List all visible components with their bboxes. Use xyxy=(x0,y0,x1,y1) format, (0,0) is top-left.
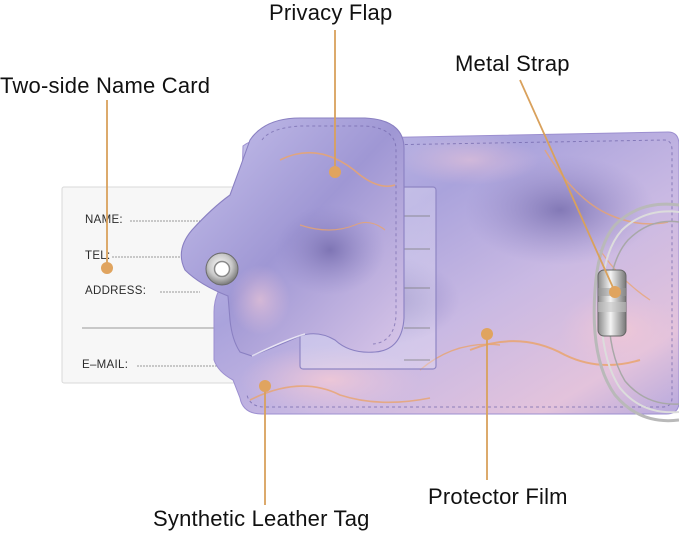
privacy-flap-dot xyxy=(329,166,341,178)
name-field-label: NAME: xyxy=(85,214,123,226)
grommet-icon xyxy=(205,252,239,286)
tel-field-label: TEL: xyxy=(85,250,111,262)
metal-strap-dot xyxy=(609,286,621,298)
name-card-dot xyxy=(101,262,113,274)
name-card-label: Two-side Name Card xyxy=(0,73,211,98)
leader-lines xyxy=(101,30,621,505)
protector-film-label: Protector Film xyxy=(428,484,568,509)
protector-film-dot xyxy=(481,328,493,340)
email-field-label: E–MAIL: xyxy=(82,359,128,371)
leather-tag-label: Synthetic Leather Tag xyxy=(153,506,370,531)
privacy-flap xyxy=(180,117,405,357)
leather-tag-dot xyxy=(259,380,271,392)
metal-strap-label: Metal Strap xyxy=(455,51,570,76)
privacy-flap-label: Privacy Flap xyxy=(269,0,393,25)
address-field-label: ADDRESS: xyxy=(85,285,146,297)
